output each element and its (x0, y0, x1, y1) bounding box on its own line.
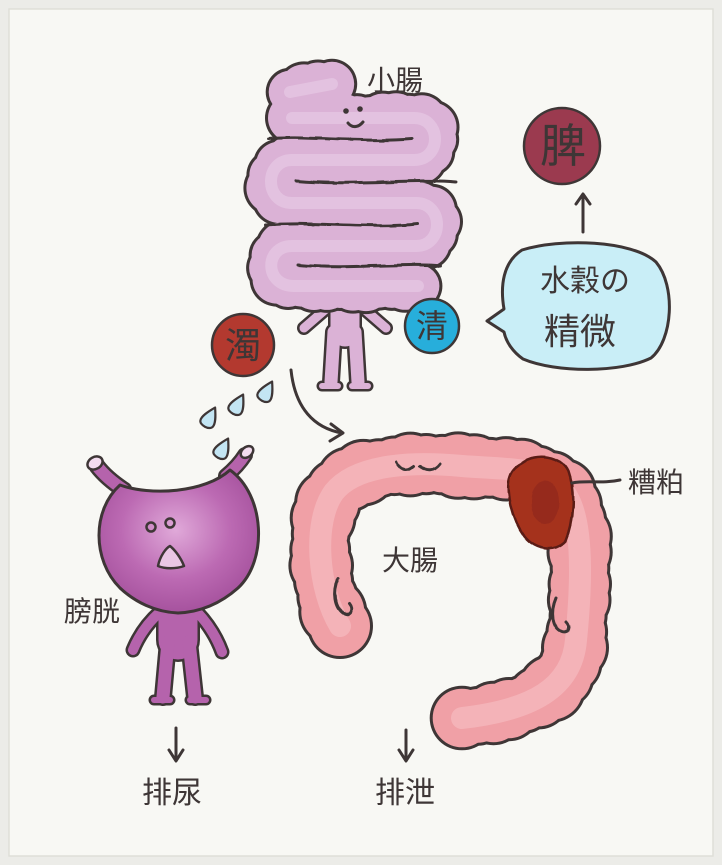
small-intestine-eye-left (343, 108, 349, 114)
bladder-leg-right (189, 642, 195, 697)
urination-label: 排尿 (142, 776, 202, 811)
small-intestine-fold (296, 181, 456, 183)
bladder-label: 膀胱 (64, 595, 120, 628)
large-intestine-label: 大腸 (382, 544, 438, 577)
clear-label: 清 (416, 307, 448, 345)
small-intestine-top-highlight (290, 84, 332, 92)
turbid-label: 濁 (225, 326, 261, 367)
turbid-node: 濁 (212, 314, 274, 376)
excretion-label: 排泄 (375, 776, 435, 811)
clear-node: 清 (405, 299, 459, 353)
small-intestine-fold (266, 224, 418, 226)
essence-bubble-line2: 精微 (544, 312, 616, 353)
small-intestine-eye-right (357, 106, 363, 112)
waste-label: 糟粕 (628, 466, 684, 499)
bladder-body (99, 470, 259, 613)
essence-bubble-line1: 水穀の (540, 264, 630, 299)
essence-bubble: 水穀の 精微 (487, 243, 669, 370)
spleen-label: 脾 (540, 119, 586, 173)
spleen-node: 脾 (524, 108, 600, 184)
small-intestine-leg-right (355, 332, 358, 382)
waste-shade (531, 480, 559, 524)
small-intestine-fold (298, 265, 440, 267)
small-intestine-label: 小腸 (367, 64, 423, 97)
bladder-leg-left (163, 642, 168, 697)
small-intestine-leg-left (331, 332, 334, 382)
